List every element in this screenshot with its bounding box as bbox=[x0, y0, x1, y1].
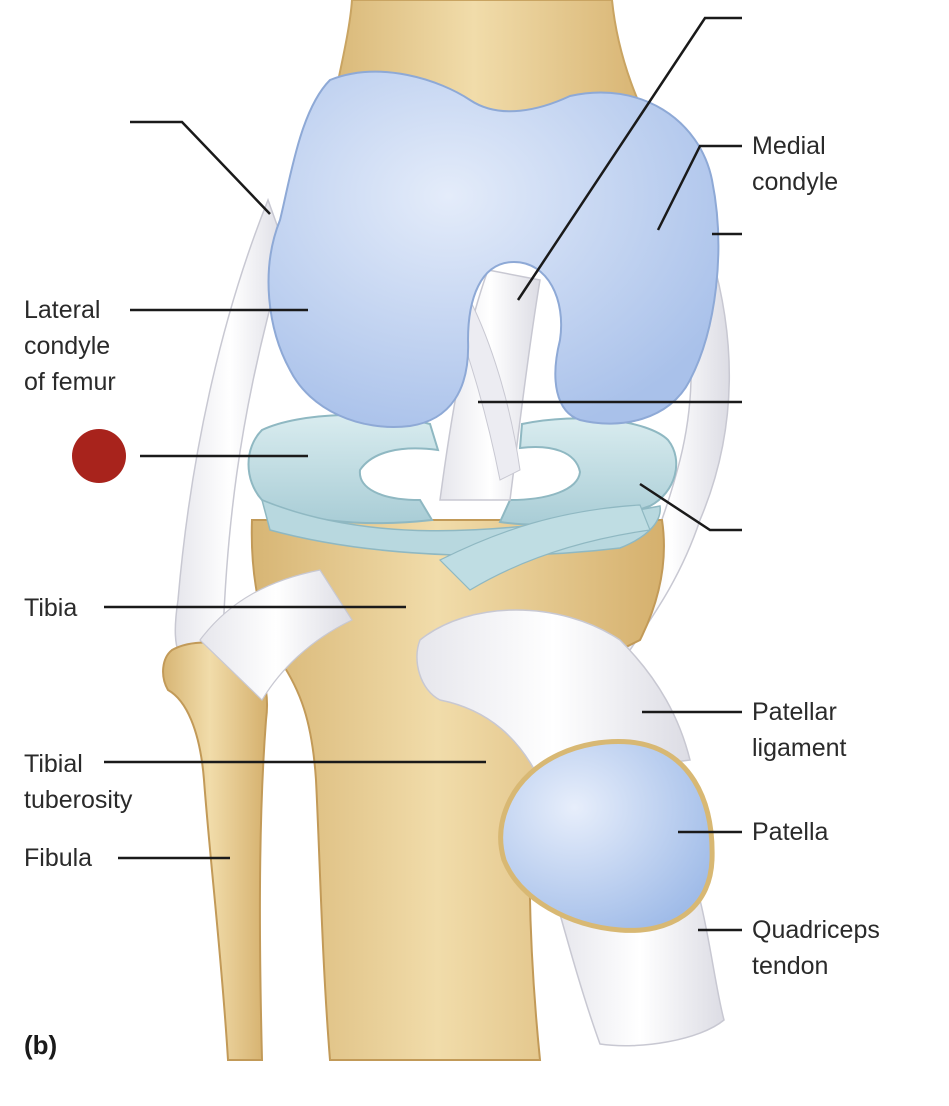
label-line: Patellar bbox=[752, 698, 837, 726]
label-patellar-ligament: Patellar ligament bbox=[752, 694, 847, 766]
patella-bone bbox=[498, 739, 715, 933]
patellar-ligament-band bbox=[416, 609, 691, 781]
label-medial-condyle: Medial condyle bbox=[752, 128, 838, 200]
label-line: condyle bbox=[752, 168, 839, 196]
femoral-condyles bbox=[267, 70, 720, 428]
label-line: Tibia bbox=[24, 594, 78, 622]
leader-top-left bbox=[130, 120, 271, 215]
leader-top-right bbox=[516, 16, 742, 301]
label-line: Tibial bbox=[24, 750, 83, 778]
label-tibia: Tibia bbox=[24, 590, 77, 626]
label-line: tuberosity bbox=[24, 786, 133, 814]
answer-marker-dot bbox=[72, 429, 126, 483]
leader-medial-condyle bbox=[656, 144, 742, 231]
label-line: Quadriceps bbox=[752, 916, 880, 944]
figure-label: (b) bbox=[24, 1030, 58, 1060]
label-line: Patella bbox=[752, 818, 829, 846]
label-fibula: Fibula bbox=[24, 840, 92, 876]
leader-lines bbox=[104, 16, 742, 932]
label-tibial-tuberosity: Tibial tuberosity bbox=[24, 746, 132, 818]
label-line: condyle bbox=[24, 332, 111, 360]
label-line: ligament bbox=[752, 734, 847, 762]
label-line: Fibula bbox=[24, 844, 93, 872]
label-line: tendon bbox=[752, 952, 829, 980]
label-patella: Patella bbox=[752, 814, 828, 850]
leader-lower-right bbox=[639, 482, 742, 532]
label-line: Lateral bbox=[24, 296, 101, 324]
label-quadriceps-tendon: Quadriceps tendon bbox=[752, 912, 880, 984]
label-line: of femur bbox=[24, 368, 116, 396]
meniscal-ligament-band bbox=[438, 504, 651, 591]
label-line: Medial bbox=[752, 132, 826, 160]
fibula-bone bbox=[162, 641, 268, 1061]
label-lateral-condyle: Lateral condyle of femur bbox=[24, 292, 116, 400]
